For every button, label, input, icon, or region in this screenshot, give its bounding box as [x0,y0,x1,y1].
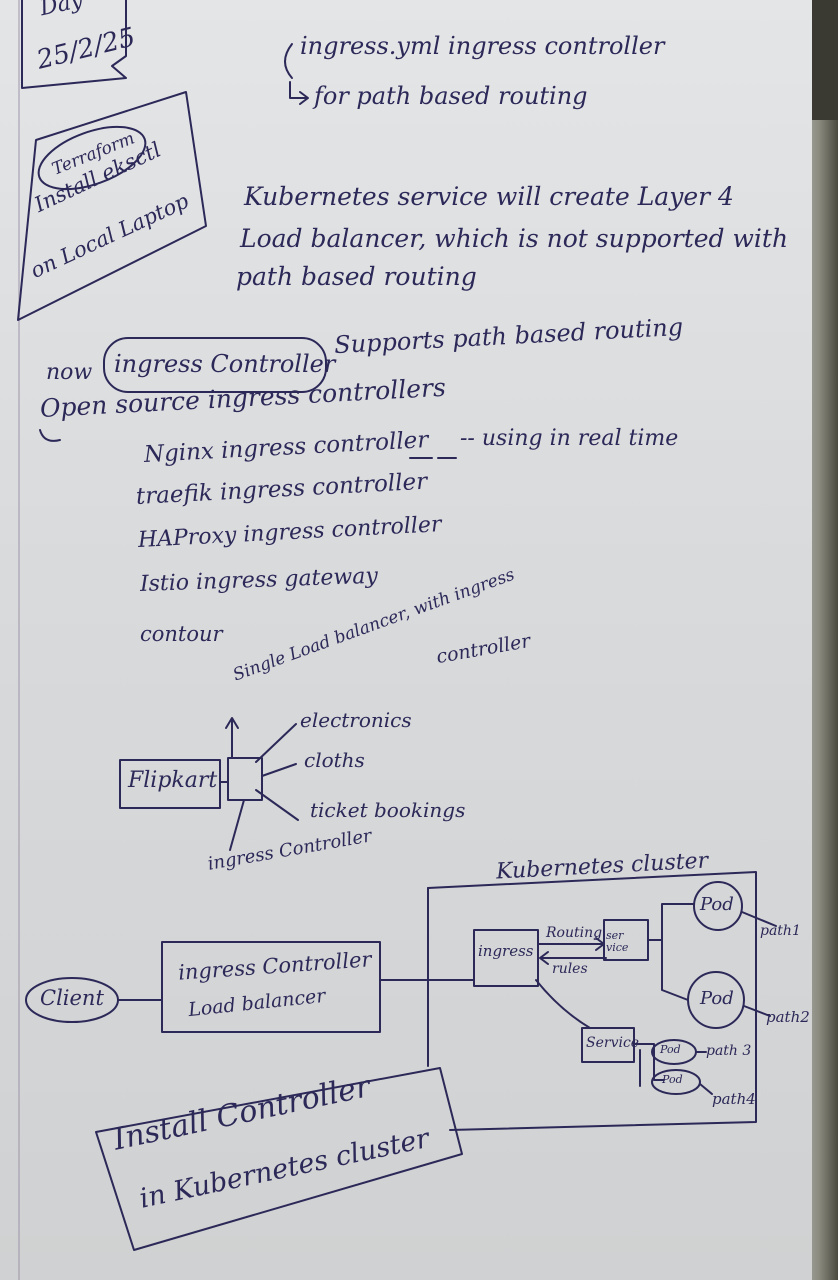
ingress-to-service [536,980,590,1028]
top-line-1: ingress.yml ingress controller [300,32,665,60]
terraform-circle [30,114,153,201]
top-arrow [290,82,308,104]
pod-1-label: Pod [700,894,734,915]
pod-1 [694,882,742,930]
install-box [96,1068,462,1250]
pod-3-label: Pod [660,1043,681,1056]
path-ticket: ticket bookings [310,798,466,822]
ingress-box [474,930,538,986]
flipkart-label: Flipkart [128,768,218,793]
path1-line [742,912,776,926]
controller-item-5: contour [140,622,223,646]
top-line-2: for path based routing [314,82,588,110]
note-line-1: Kubernetes service will create Layer 4 [244,182,734,211]
cluster-frame [428,872,756,1130]
svc-to-pods [648,904,694,1000]
pod-2-label: Pod [700,988,734,1009]
arrow-ticket [256,790,298,820]
flipkart-box [120,760,220,808]
service-top-label: ser vice [606,929,629,955]
open-source-mark [40,430,60,441]
notebook-page [0,0,812,1280]
path-cloths: cloths [304,748,365,772]
path4-label: path4 [712,1090,756,1108]
rules-arrow [540,952,606,964]
note-line-3: path based routing [236,262,477,291]
rules-label: rules [552,961,588,977]
routing-label: Routing [546,925,603,941]
top-bracket [285,44,292,78]
lb-box [162,942,380,1032]
pod-2 [688,972,744,1028]
note-line-2: Load balancer, which is not supported wi… [240,224,789,253]
nginx-note: -- using in real time [460,426,679,451]
path2-line [744,1006,770,1016]
path3-label: path 3 [706,1043,752,1059]
arrow-cloths [262,764,296,776]
ingress-box-label: ingress [478,942,534,960]
lb-arrow [226,718,238,758]
path1-label: path1 [760,923,801,939]
now-boxed-label: ingress Controller [114,350,336,378]
path-electronics: electronics [300,708,412,732]
arrow-ingress-label [230,800,244,850]
ingress-controller-box [104,338,326,392]
arrow-electronics [256,724,296,762]
path4-line [700,1084,712,1094]
flipkart-ingress-box [228,758,262,800]
now-prefix: now [46,360,93,385]
pod-4-label: Pod [662,1073,683,1086]
left-box [18,92,206,320]
path2-label: path2 [766,1008,810,1026]
date-box [22,0,126,88]
service-bottom-label: Service [586,1035,640,1051]
client-label: Client [40,986,104,1010]
service-bottom-links [634,1044,664,1086]
page-margin-line [18,0,20,1280]
pod-4 [652,1070,700,1094]
